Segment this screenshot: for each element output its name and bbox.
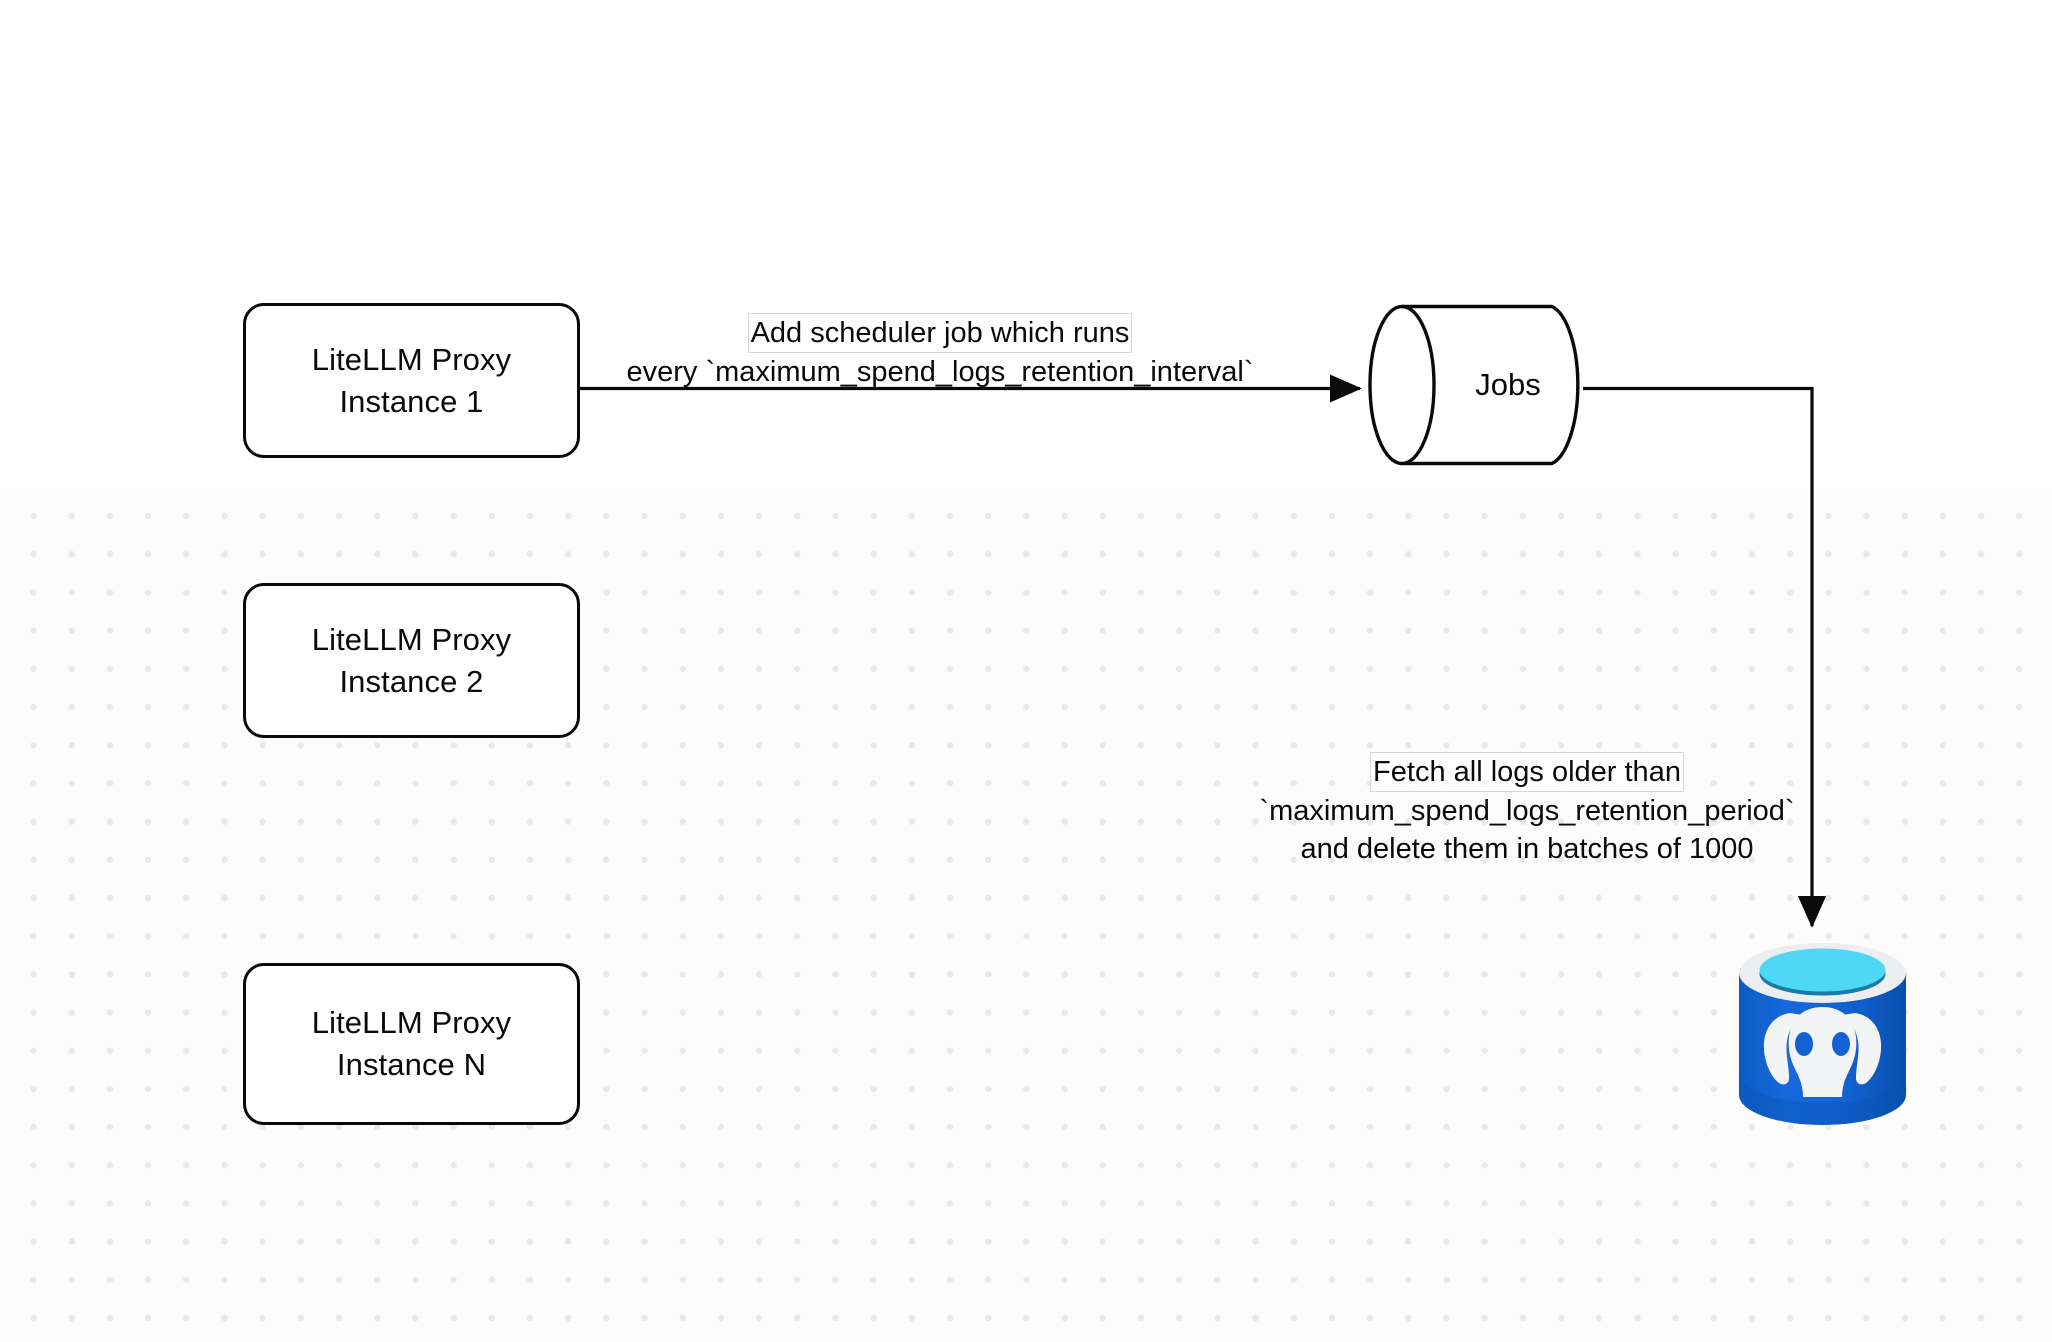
jobs-cylinder-shape <box>1368 304 1580 466</box>
edge-jobs-to-postgres <box>1583 386 1827 928</box>
node-label-line-2: Instance 1 <box>339 383 484 419</box>
node-label-line-2: Instance N <box>336 1047 487 1082</box>
edge-label-line-1: Fetch all logs older than <box>1370 752 1684 792</box>
edge-label-fetch-and-delete-logs: Fetch all logs older than `maximum_spend… <box>1238 752 1816 868</box>
edge-label-line-2: `maximum_spend_logs_retention_period` <box>1259 795 1795 827</box>
postgres-database-icon <box>1739 943 1906 1125</box>
edge-label-add-scheduler-job: Add scheduler job which runs every `maxi… <box>604 313 1276 391</box>
edge-label-line-1-wrap: Fetch all logs older than <box>1238 752 1816 792</box>
edge-path-jobs-to-postgres <box>1583 386 1827 928</box>
node-jobs-label: Jobs <box>1475 367 1541 402</box>
node-litellm-proxy-instance-n[interactable]: LiteLLM Proxy Instance N <box>243 963 580 1125</box>
node-postgres-database[interactable] <box>1735 945 1910 1133</box>
edge-label-line-3: and delete them in batches of 1000 <box>1300 833 1754 865</box>
node-label-line-1: LiteLLM Proxy <box>311 1005 512 1040</box>
node-jobs-queue[interactable]: Jobs <box>1370 305 1584 465</box>
edge-label-line-1-wrap: Add scheduler job which runs <box>604 313 1276 353</box>
node-label-line-1: LiteLLM Proxy <box>311 341 512 377</box>
node-label-line-1: LiteLLM Proxy <box>311 621 512 657</box>
node-litellm-proxy-instance-2[interactable]: LiteLLM Proxy Instance 2 <box>243 583 580 738</box>
edge-label-line-2: every `maximum_spend_logs_retention_inte… <box>626 356 1254 388</box>
edge-label-line-1: Add scheduler job which runs <box>747 313 1133 353</box>
postgres-elephant-glyph <box>1763 1007 1882 1097</box>
node-litellm-proxy-instance-1[interactable]: LiteLLM Proxy Instance 1 <box>243 303 580 458</box>
node-label-line-2: Instance 2 <box>339 663 484 699</box>
